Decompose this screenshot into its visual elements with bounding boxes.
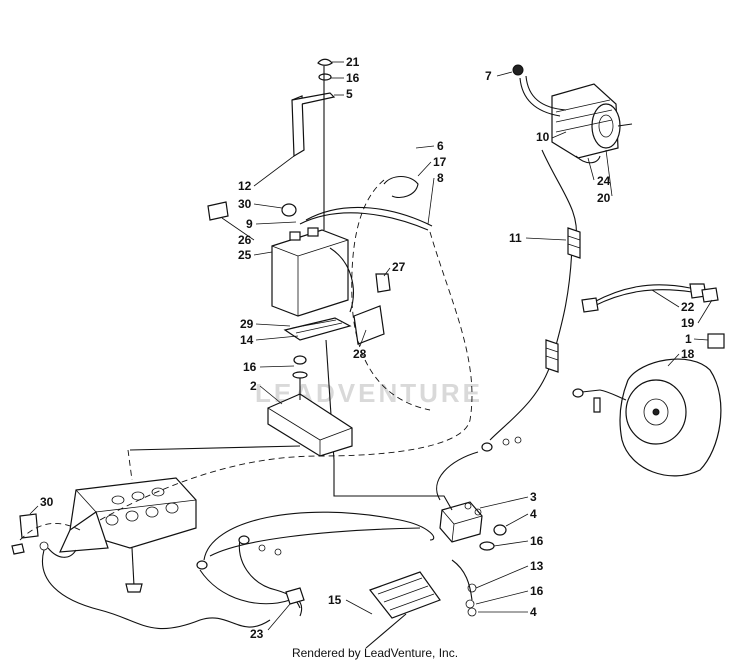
battery-assembly [207,58,433,461]
callout-26: 26 [238,233,252,247]
harness-23 [199,569,303,617]
callout-30: 30 [238,197,252,211]
callout-29: 29 [240,317,254,331]
callout-21: 21 [346,55,360,69]
callout-17: 17 [433,155,447,169]
callout-3: 3 [530,490,537,504]
callout-18: 18 [681,347,695,361]
callout-22: 22 [681,300,695,314]
callout-28: 28 [353,347,367,361]
wire-harness [581,283,719,313]
callout-8: 8 [437,171,444,185]
callout-20: 20 [597,191,611,205]
callout-27: 27 [392,260,406,274]
callout-12: 12 [238,179,252,193]
flywheel-housing [572,333,725,477]
callout-7: 7 [485,69,492,83]
starter-motor [512,64,633,241]
engine-block [59,477,197,593]
callout-19: 19 [681,316,695,330]
credit-text: Rendered by LeadVenture, Inc. [291,646,459,660]
callout-14: 14 [240,333,254,347]
callout-16: 16 [530,584,544,598]
callout-1: 1 [685,332,692,346]
starter-cable [436,227,581,501]
callout-16: 16 [530,534,544,548]
callout-4: 4 [530,507,537,521]
callout-9: 9 [246,217,253,231]
callout-30: 30 [40,495,54,509]
battery-bracket [267,355,353,457]
ground-cable [209,527,421,557]
callout-13: 13 [530,559,544,573]
callout-10: 10 [536,130,550,144]
callout-24: 24 [597,174,611,188]
callout-2: 2 [250,379,257,393]
callout-4: 4 [530,605,537,619]
solenoid [439,501,507,551]
mount-bracket [365,559,477,649]
ground-pad [11,513,271,630]
main-cable [203,511,435,561]
callout-11: 11 [509,231,522,245]
callout-16: 16 [346,71,360,85]
routing-line [99,231,473,521]
callout-25: 25 [238,248,252,262]
callouts: 21 16 5 7 6 17 8 12 30 9 26 25 27 10 24 … [29,55,713,641]
callout-16: 16 [243,360,257,374]
callout-15: 15 [328,593,342,607]
callout-23: 23 [250,627,264,641]
callout-6: 6 [437,139,444,153]
callout-5: 5 [346,87,353,101]
